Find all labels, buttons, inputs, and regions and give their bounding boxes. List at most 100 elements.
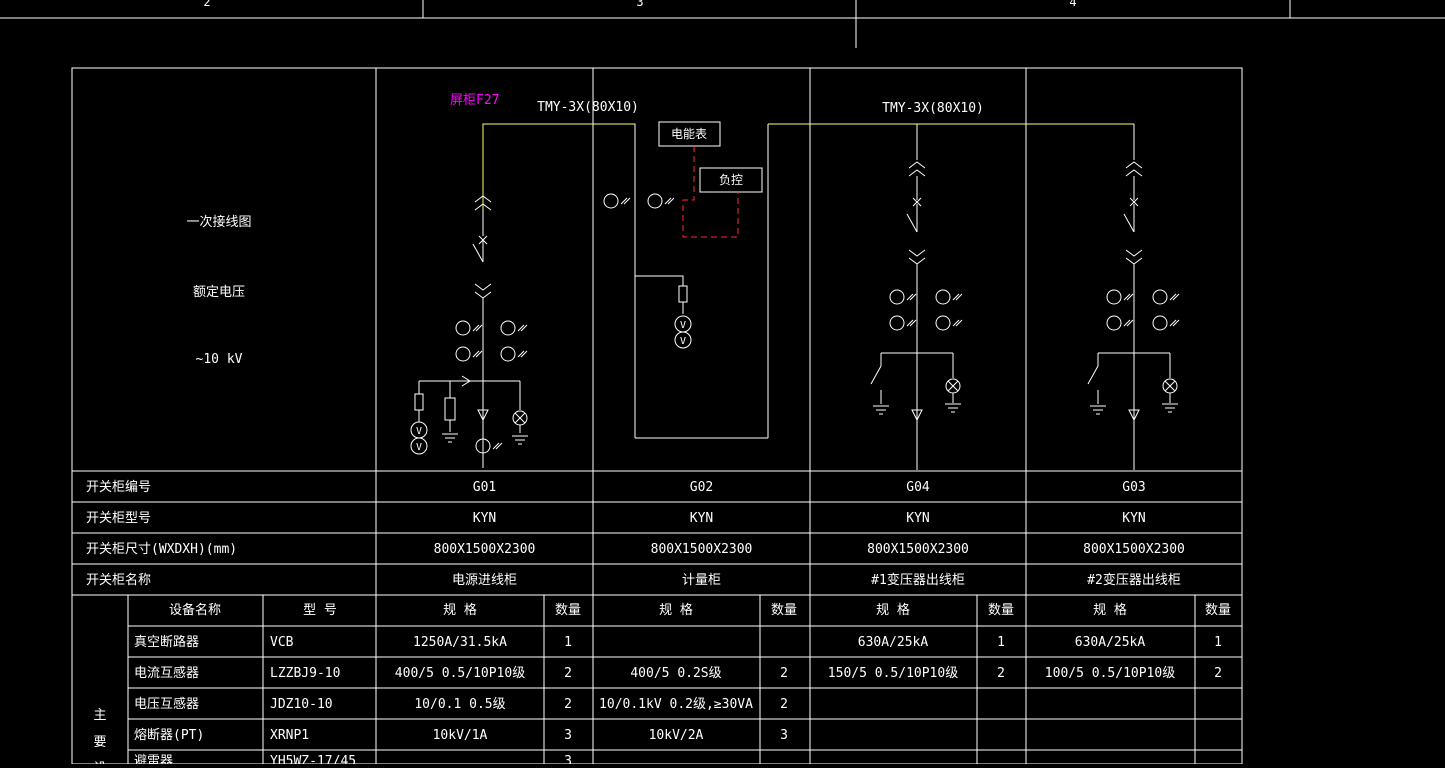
- plug-contact-symbol: [908, 249, 926, 257]
- current-transformer-symbol: [1152, 289, 1168, 305]
- cabinet-number: G01: [473, 480, 496, 495]
- equip-name: 真空断路器: [134, 634, 199, 650]
- cabinet-name: #1变压器出线柜: [871, 572, 965, 588]
- earth-switch-blade: [1087, 365, 1099, 385]
- equip-header-spec: 规 格: [443, 602, 477, 618]
- voltage-transformer-symbol: [674, 331, 692, 349]
- energy-meter-label: 电能表: [671, 127, 707, 141]
- ct-tick: [492, 442, 500, 450]
- row-header-name: 开关柜名称: [86, 572, 151, 588]
- breaker-x-mark: [1129, 197, 1139, 207]
- equip-name: 熔断器(PT): [134, 728, 204, 743]
- equip-spec: 10/0.1kV 0.2级,≥30VA: [599, 697, 753, 712]
- ct-tick: [1126, 293, 1134, 301]
- main-equipment-label-char: 主: [93, 708, 106, 723]
- cabinet-model: KYN: [690, 511, 713, 526]
- current-transformer-symbol: [455, 320, 471, 336]
- plug-contact-symbol: [1125, 169, 1143, 177]
- current-transformer-symbol: [500, 320, 516, 336]
- plug-contact-symbol: [474, 203, 492, 211]
- ct-tick: [1172, 319, 1180, 327]
- equip-qty: 2: [780, 697, 788, 712]
- equip-header-qty: 数量: [555, 603, 581, 618]
- equip-qty: 1: [1214, 635, 1222, 650]
- load-control-label: 负控: [719, 173, 743, 187]
- ct-tick: [667, 197, 675, 205]
- current-transformer-symbol: [1106, 289, 1122, 305]
- plug-contact-symbol: [474, 283, 492, 291]
- current-transformer-symbol: [647, 193, 663, 209]
- ct-tick: [664, 197, 672, 205]
- disconnector-blade: [906, 213, 918, 233]
- cabinet-name: #2变压器出线柜: [1087, 572, 1181, 588]
- equip-type: VCB: [270, 635, 294, 650]
- plug-contact-symbol: [1125, 249, 1143, 257]
- equip-qty: 3: [564, 754, 572, 764]
- current-transformer-symbol: [935, 315, 951, 331]
- current-transformer-symbol: [603, 193, 619, 209]
- ct-tick: [520, 350, 528, 358]
- busbar-spec-label: TMY-3X(80X10): [537, 100, 639, 115]
- ct-tick: [517, 350, 525, 358]
- ct-tick: [475, 324, 483, 332]
- equip-header-spec: 规 格: [876, 602, 910, 618]
- ct-tick: [475, 350, 483, 358]
- cabinet-size: 800X1500X2300: [867, 542, 969, 557]
- ct-tick: [495, 442, 503, 450]
- lamp-cross: [947, 380, 959, 392]
- equip-type: XRNP1: [270, 728, 309, 743]
- plug-contact-symbol: [474, 195, 492, 203]
- equip-qty: 3: [780, 728, 788, 743]
- equip-header-qty: 数量: [988, 603, 1014, 618]
- rated-voltage-value: ~10 kV: [196, 352, 243, 367]
- ct-tick: [1123, 319, 1131, 327]
- disconnector-blade: [1123, 213, 1135, 233]
- equip-spec: 10/0.1 0.5级: [414, 697, 505, 712]
- cabinet-model: KYN: [473, 511, 496, 526]
- cabinet-size: 800X1500X2300: [434, 542, 536, 557]
- ct-tick: [955, 293, 963, 301]
- equip-header-name: 设备名称: [169, 602, 221, 618]
- ct-tick: [909, 319, 917, 327]
- border-number: 3: [636, 0, 643, 9]
- wire: [635, 275, 684, 286]
- ct-tick: [906, 293, 914, 301]
- cable-terminal-symbol: [477, 409, 489, 422]
- ct-tick: [1169, 293, 1177, 301]
- equip-spec: 630A/25kA: [1075, 635, 1146, 650]
- row-header-model: 开关柜型号: [86, 511, 151, 526]
- ct-tick: [955, 319, 963, 327]
- vt-letter: V: [680, 336, 686, 347]
- vt-letter: V: [416, 426, 422, 437]
- border-number: 4: [1069, 0, 1076, 9]
- equip-name: 避雷器: [134, 754, 173, 764]
- ct-tick: [952, 319, 960, 327]
- ct-tick: [1126, 319, 1134, 327]
- ct-tick: [517, 324, 525, 332]
- fuse-symbol: [678, 285, 688, 303]
- cabinet-number: G03: [1122, 480, 1145, 495]
- ct-tick: [1123, 293, 1131, 301]
- equip-spec: 1250A/31.5kA: [413, 635, 507, 650]
- equip-spec: 150/5 0.5/10P10级: [828, 666, 958, 681]
- cabinet-number: G04: [906, 480, 930, 495]
- current-transformer-symbol: [455, 346, 471, 362]
- ct-tick: [952, 293, 960, 301]
- current-transformer-symbol: [1152, 315, 1168, 331]
- main-equipment-label-char: 要: [93, 735, 106, 750]
- chevron-marker: [461, 375, 471, 387]
- cabinet-model: KYN: [906, 511, 929, 526]
- cabinet-name: 电源进线柜: [452, 573, 517, 588]
- breaker-x-mark: [912, 197, 922, 207]
- vt-letter: V: [416, 442, 422, 453]
- cabinet-number: G02: [690, 480, 713, 495]
- equip-spec: 400/5 0.2S级: [630, 666, 721, 681]
- equip-spec: 10kV/2A: [649, 728, 704, 743]
- cabinet-size: 800X1500X2300: [1083, 542, 1185, 557]
- equip-qty: 2: [1214, 666, 1222, 681]
- energy-meter-box: [658, 121, 721, 147]
- equip-name: 电流互感器: [134, 665, 199, 681]
- busbar: [482, 123, 636, 438]
- current-transformer-symbol: [889, 315, 905, 331]
